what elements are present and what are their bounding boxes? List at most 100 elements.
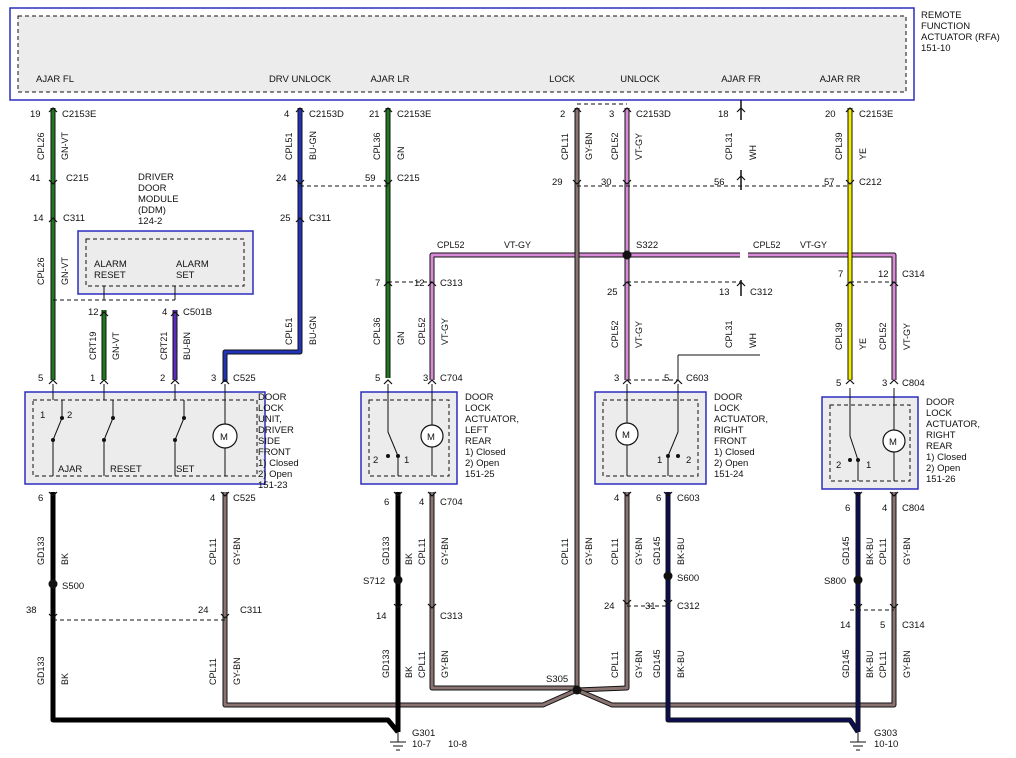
rfa-pin-ajar-fl: AJAR FL	[36, 74, 74, 85]
label-pins-p3: 3	[614, 373, 619, 384]
svg-text:2: 2	[67, 410, 72, 421]
label-splices-s712: S712	[363, 576, 385, 587]
ground-g303-icon	[850, 732, 866, 751]
label-wires-gd133: GD133	[36, 536, 46, 565]
label-wires-bu_gn: BU-GN	[308, 316, 318, 345]
label-wires-bk_bu: BK-BU	[865, 650, 875, 678]
label-connectors-c2153d_2: C2153D	[636, 109, 671, 120]
label-wires-bk: BK	[404, 666, 414, 678]
label-connectors-c603_1: C603	[686, 373, 709, 384]
label-wires-gy_bn: GY-BN	[634, 537, 644, 565]
label-wires-vt_gy: VT-GY	[800, 240, 827, 250]
pin-arrows	[48, 107, 899, 619]
label-wires-cpl39: CPL39	[834, 322, 844, 350]
label-wires-vt_gy: VT-GY	[504, 240, 531, 250]
label-components-right_front-4: FRONT	[714, 436, 747, 447]
label-wires-bk_bu: BK-BU	[865, 537, 875, 565]
rfa-title-3: ACTUATOR (RFA)	[921, 32, 1000, 43]
label-connectors-c704_2: C704	[440, 497, 463, 508]
label-pins-p12: 12	[878, 269, 889, 280]
label-connectors-c215_2: C215	[397, 173, 420, 184]
label-ddm-title_lines-3: (DDM)	[138, 205, 166, 216]
label-wires-cpl11: CPL11	[878, 538, 888, 565]
rfa-pin-ajar-rr: AJAR RR	[820, 74, 861, 85]
label-components-left_rear-5: 1) Closed	[465, 447, 506, 458]
alarm-set-label-1: ALARM	[176, 259, 209, 270]
label-components-driver_switch_labels-2: SET	[176, 464, 195, 475]
label-pins-p6: 6	[845, 503, 850, 514]
label-connectors-c603_2: C603	[677, 493, 700, 504]
label-pins-p38: 38	[26, 605, 37, 616]
label-wires-ye: YE	[858, 338, 868, 350]
label-pins-p25: 25	[607, 287, 618, 298]
label-grounds-g301-0: G301	[412, 728, 435, 739]
wire-labels: CPL26 GN-VT CPL26 GN-VT CPL51 BU-GN CPL5…	[36, 131, 912, 685]
label-pins-p3: 3	[882, 378, 887, 389]
label-pins-p4: 4	[162, 307, 167, 318]
label-pins-p3: 3	[609, 109, 614, 120]
rfa-pin-unlock: UNLOCK	[620, 74, 660, 85]
label-wires-bu_gn: BU-GN	[308, 131, 318, 160]
label-wires-gn: GN	[396, 147, 406, 161]
label-connectors-c313_1: C313	[440, 278, 463, 289]
svg-text:2: 2	[686, 455, 691, 466]
label-wires-bk_bu: BK-BU	[676, 537, 686, 565]
label-connectors-c311_2: C311	[309, 213, 331, 224]
label-wires-crt21: CRT21	[159, 332, 169, 360]
label-pins-p4: 4	[614, 493, 619, 504]
label-pins-p4: 4	[284, 109, 289, 120]
label-connectors-c2153e_2: C2153E	[397, 109, 431, 120]
rfa-module: REMOTE FUNCTION ACTUATOR (RFA) 151-10 AJ…	[9, 7, 1000, 101]
label-splices-s305: S305	[546, 674, 568, 685]
label-grounds-g301-1: 10-7	[412, 739, 431, 750]
label-connectors-c212: C212	[859, 177, 882, 188]
label-wires-cpl11: CPL11	[417, 651, 427, 678]
svg-text:2: 2	[836, 460, 841, 471]
label-connectors-c525_2: C525	[233, 493, 256, 504]
label-components-driver_switch_labels-0: AJAR	[58, 464, 82, 475]
label-wires-bk: BK	[60, 553, 70, 565]
label-components-driver_front-2: UNIT,	[258, 414, 282, 425]
svg-text:M: M	[622, 430, 630, 441]
label-pins-p12: 12	[88, 307, 99, 318]
label-ddm-title_lines-2: MODULE	[138, 194, 179, 205]
ddm-module: DRIVER DOOR MODULE (DDM) 124-2 ALARM RES…	[53, 172, 254, 301]
label-components-left_rear-2: ACTUATOR,	[465, 414, 519, 425]
svg-text:M: M	[427, 432, 435, 443]
label-wires-gn_vt: GN-VT	[111, 332, 121, 361]
connector-dashes	[53, 103, 894, 621]
label-wires-gd133: GD133	[36, 656, 46, 685]
label-pins-p31: 31	[645, 601, 656, 612]
label-wires-vt_gy: VT-GY	[440, 318, 450, 345]
label-components-left_rear-4: REAR	[465, 436, 492, 447]
label-wires-gy_bn: GY-BN	[584, 132, 594, 160]
label-components-right_front-2: ACTUATOR,	[714, 414, 768, 425]
label-wires-gd145: GD145	[652, 649, 662, 678]
label-wires-cpl36: CPL36	[372, 132, 382, 160]
label-pins-p3: 3	[423, 373, 428, 384]
label-wires-gn_vt: GN-VT	[60, 132, 70, 161]
label-components-right_front-5: 1) Closed	[714, 447, 755, 458]
label-wires-gy_bn: GY-BN	[902, 537, 912, 565]
label-pins-p6: 6	[38, 493, 43, 504]
label-wires-bk: BK	[404, 553, 414, 565]
label-wires-gn_vt: GN-VT	[60, 257, 70, 286]
label-components-right_front-3: RIGHT	[714, 425, 744, 436]
label-connectors-c2153e_3: C2153E	[859, 109, 893, 120]
label-pins-p19: 19	[30, 109, 41, 120]
label-pins-p7: 7	[375, 278, 380, 289]
label-pins-p24: 24	[276, 173, 287, 184]
label-wires-gd133: GD133	[381, 649, 391, 678]
label-pins-p6: 6	[656, 493, 661, 504]
label-components-right_rear-1: LOCK	[926, 408, 953, 419]
svg-text:1: 1	[40, 410, 45, 421]
alarm-set-label-2: SET	[176, 270, 195, 281]
label-wires-crt19: CRT19	[88, 332, 98, 360]
alarm-reset-label-1: ALARM	[94, 259, 127, 270]
label-components-driver_front-6: 1) Closed	[258, 458, 299, 469]
label-wires-wh: WH	[748, 145, 758, 160]
